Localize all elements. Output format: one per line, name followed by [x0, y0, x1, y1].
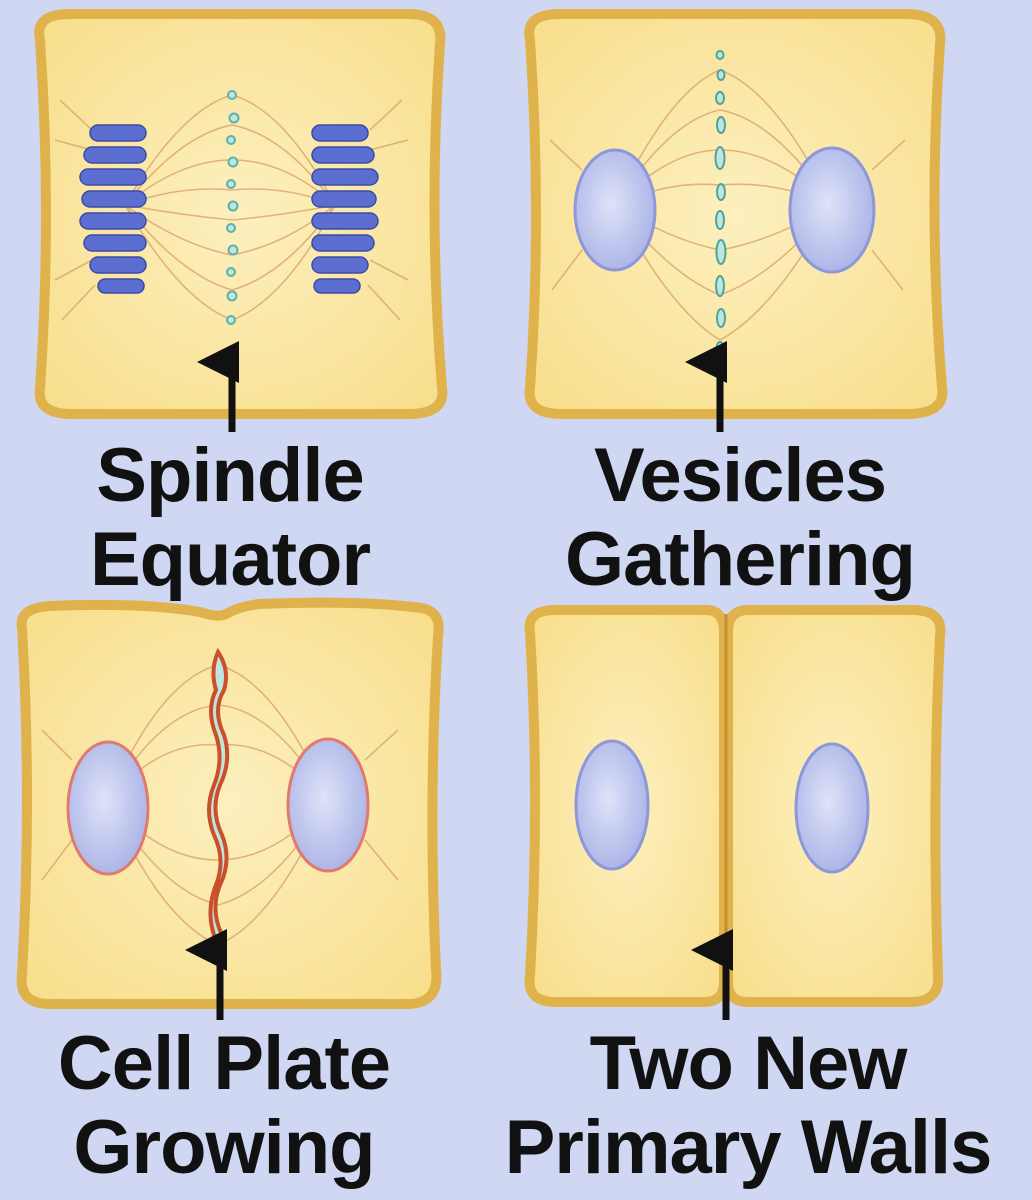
panel-cell-plate-growing	[22, 603, 439, 1020]
panel-spindle-equator	[39, 14, 442, 432]
caption-vesicles-gathering: Vesicles Gathering	[500, 434, 980, 602]
panel-two-new-primary-walls	[530, 610, 941, 1020]
caption-line: Growing	[0, 1106, 448, 1190]
panel-vesicles-gathering	[529, 14, 942, 432]
nucleus-left	[576, 741, 648, 869]
caption-cell-plate-growing: Cell Plate Growing	[0, 1022, 448, 1190]
caption-line: Spindle	[20, 434, 440, 518]
caption-line: Vesicles	[500, 434, 980, 518]
nucleus-left	[68, 742, 148, 874]
caption-line: Equator	[20, 518, 440, 602]
caption-two-new-primary-walls: Two New Primary Walls	[468, 1022, 1028, 1190]
caption-line: Cell Plate	[0, 1022, 448, 1106]
nucleus-right	[288, 739, 368, 871]
nucleus-right	[796, 744, 868, 872]
caption-line: Two New	[468, 1022, 1028, 1106]
caption-line: Gathering	[500, 518, 980, 602]
caption-line: Primary Walls	[468, 1106, 1028, 1190]
nucleus-right	[790, 148, 874, 272]
caption-spindle-equator: Spindle Equator	[20, 434, 440, 602]
nucleus-left	[575, 150, 655, 270]
